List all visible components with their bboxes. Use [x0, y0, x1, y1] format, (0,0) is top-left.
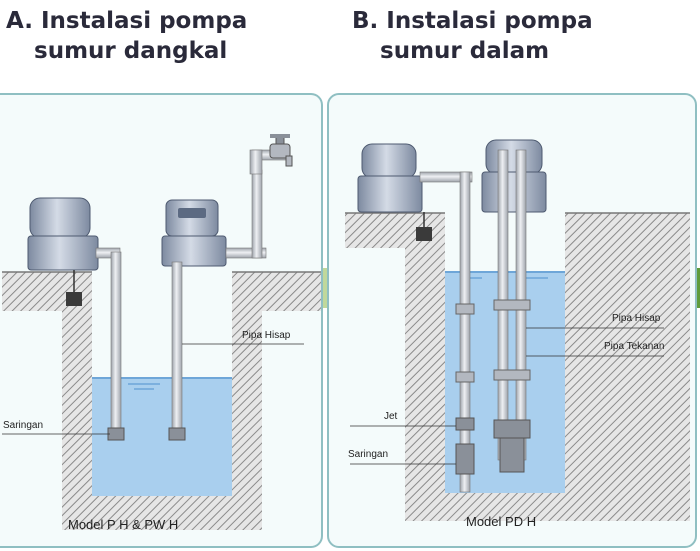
pump-a: [161, 199, 227, 267]
jet-b: [455, 417, 475, 431]
label-suction-pipe-b: Pipa Hisap: [612, 313, 661, 324]
pump-b: [481, 139, 547, 213]
deep-well-diagram: [345, 139, 690, 521]
ground-b: [345, 213, 690, 521]
faucet-icon: [269, 134, 293, 167]
caption-model-b: Model PD H: [466, 514, 537, 529]
title-a-line1: A. Instalasi pompa: [6, 8, 248, 34]
strainer-a: [107, 427, 125, 441]
label-strainer-a: Saringan: [3, 420, 44, 431]
pipe-a-left: [110, 251, 122, 431]
pipe-b-left: [459, 171, 471, 493]
label-suction-pipe-a: Pipa Hisap: [242, 330, 291, 341]
title-b-line2: sumur dalam: [380, 38, 550, 64]
ground-a: [2, 272, 321, 530]
title-b-line1: B. Instalasi pompa: [352, 8, 593, 34]
shallow-well-diagram: [2, 134, 321, 530]
delivery-pipe-a: [251, 169, 263, 259]
title-a-line2: sumur dangkal: [34, 38, 228, 64]
title-shallow-well: A. Instalasi pompa sumur dangkal: [6, 6, 247, 66]
title-deep-well: B. Instalasi pompa sumur dalam: [352, 6, 593, 66]
caption-model-a: Model P H & PW H: [68, 517, 179, 532]
label-pressure-pipe-b: Pipa Tekanan: [604, 341, 665, 352]
label-strainer-b: Saringan: [348, 449, 389, 460]
pressure-tank-b: [357, 143, 432, 241]
suction-pipe-a: [171, 261, 183, 431]
label-jet-b: Jet: [384, 411, 398, 422]
strainer-b: [455, 443, 475, 475]
